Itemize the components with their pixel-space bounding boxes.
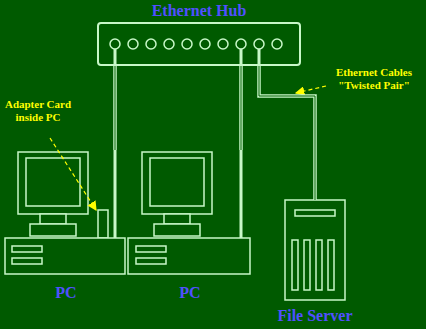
server-node: File Server [265,200,365,327]
ethernet-cable [259,66,315,200]
pc-left [5,150,125,274]
node-label: File Server [265,307,365,325]
pc-node: PC [2,150,130,310]
pc-right [128,150,250,274]
ethernet-cable [115,66,116,150]
ethernet-cable [241,66,242,150]
node-label: PC [125,284,255,302]
cable-core [115,66,116,150]
cable-line [113,66,117,150]
cable-core [241,66,242,150]
pc-node: PC [125,150,255,310]
callout-label: Ethernet Cables "Twisted Pair" [328,66,420,91]
cable-line [259,66,315,200]
node-label: PC [2,284,130,302]
leader-line [296,86,326,93]
callout-label: Adapter Card inside PC [2,98,74,123]
cable-core [259,66,315,200]
server-tower [285,200,345,300]
hub-title: Ethernet Hub [99,2,299,20]
cable-line [239,66,243,150]
hub-ports [110,39,282,66]
leader-line [50,138,96,210]
hub-box: Ethernet Hub [97,22,301,66]
